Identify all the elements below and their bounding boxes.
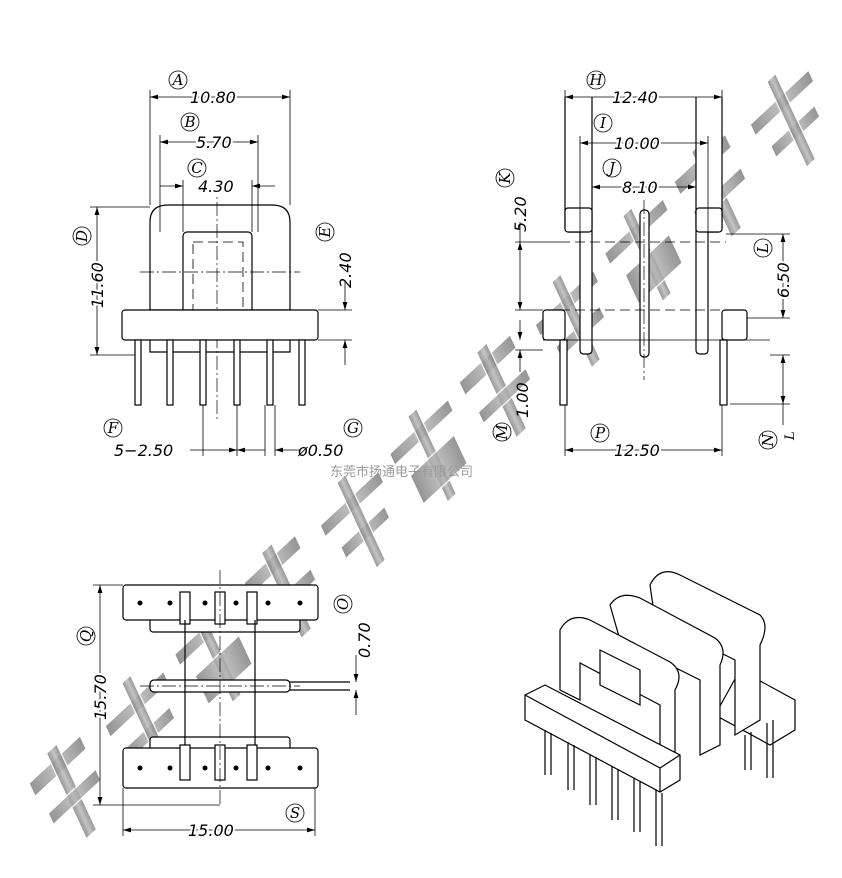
front-view: A 10.80 B 5.70 C 4.30 D 11.60 E 2.40 F 5… — [72, 70, 363, 460]
watermark-glyph — [534, 269, 606, 370]
isometric-view — [524, 571, 796, 846]
small-watermark-text: 东莞市扬通电子有限公司 — [330, 464, 473, 480]
label-tag-n-subscript: L — [783, 431, 798, 441]
bottom-pin-slots — [137, 591, 303, 781]
watermark-stroke — [765, 72, 817, 169]
label-tag-s: S — [290, 804, 300, 822]
watermark-stroke — [624, 232, 684, 305]
iso-pins — [544, 720, 774, 846]
label-tag-p: P — [594, 424, 606, 442]
watermark-glyph — [319, 469, 391, 570]
label-tag-c: C — [191, 159, 203, 177]
dimension-k: 5.20 — [511, 196, 530, 232]
dimension-l: 6.50 — [774, 262, 793, 298]
label-tag-h: H — [588, 71, 603, 89]
dimension-b: 5.70 — [196, 133, 232, 152]
dimension-h: 12.40 — [612, 88, 658, 107]
dimension-o: 0.70 — [355, 622, 374, 658]
dimension-m: 1.00 — [513, 382, 532, 418]
label-tag-q: Q — [77, 630, 95, 642]
dimension-a: 10.80 — [190, 88, 236, 107]
label-tag-a: A — [171, 71, 184, 89]
watermark-glyph — [458, 333, 532, 440]
watermark-glyph — [28, 734, 102, 841]
dimension-e: 2.40 — [336, 252, 355, 288]
label-tag-j: J — [606, 159, 616, 177]
dimension-j: 8.10 — [622, 178, 658, 197]
watermark-glyph — [749, 68, 821, 169]
dimension-q: 15.70 — [91, 674, 110, 720]
dimension-g: ø0.50 — [297, 441, 343, 460]
dimension-i: 10.00 — [614, 134, 660, 153]
label-tag-n: N — [759, 433, 777, 448]
label-tag-i: I — [599, 114, 607, 132]
label-tag-f: F — [107, 419, 119, 437]
label-tag-d: D — [73, 230, 91, 243]
dimension-s: 15.00 — [188, 821, 234, 840]
label-tag-o: O — [334, 598, 352, 610]
label-tag-k: K — [496, 172, 514, 185]
label-tag-l: L — [754, 243, 772, 254]
front-pins — [134, 339, 306, 406]
watermark-stroke — [194, 634, 254, 706]
watermark-stroke — [335, 473, 387, 570]
side-view: H 12.40 I 10.00 J 8.10 K 5.20 L 6.50 N L… — [492, 70, 798, 462]
watermark-glyph — [388, 398, 469, 506]
dimension-f: 5−2.50 — [114, 441, 173, 460]
dimension-p: 12.50 — [614, 441, 660, 460]
watermark-stroke — [477, 366, 532, 425]
watermark-stroke — [409, 433, 469, 506]
dimension-d: 11.60 — [88, 262, 107, 308]
label-tag-b: B — [183, 113, 195, 131]
dimension-c: 4.30 — [198, 177, 234, 196]
label-tag-e: E — [316, 226, 334, 238]
label-tag-g: G — [347, 419, 359, 437]
bottom-view: Q 15.70 O 0.70 S 15.00 — [76, 570, 374, 842]
label-tag-m: M — [493, 424, 511, 441]
